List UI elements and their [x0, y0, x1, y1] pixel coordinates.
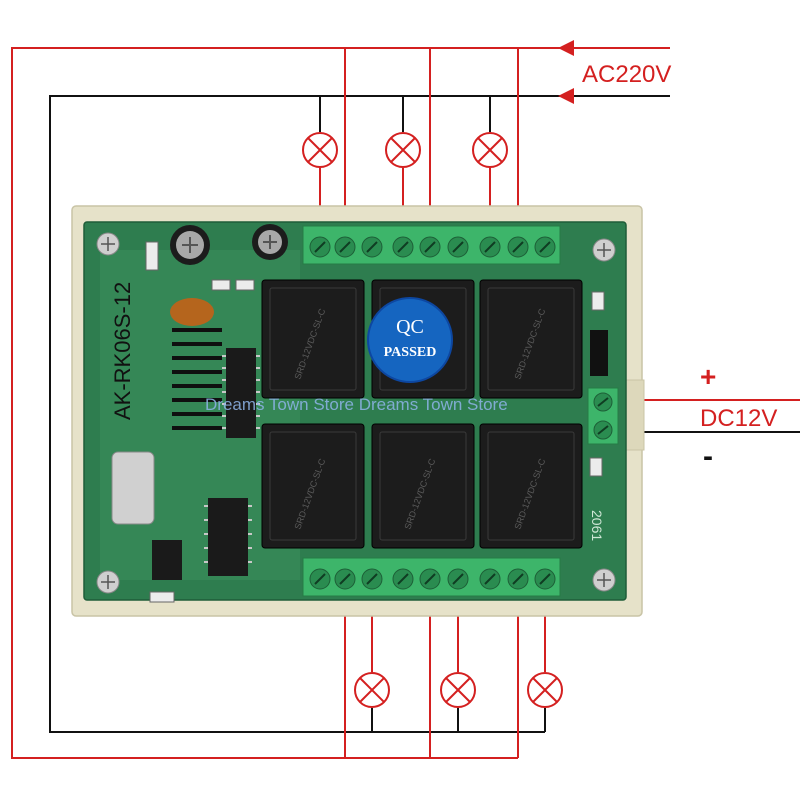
board-model-label: AK-RK06S-12: [110, 282, 135, 420]
mount-holes: [96, 232, 616, 594]
screw-icon: [592, 568, 616, 592]
dc-voltage-label: DC12V: [700, 405, 777, 432]
capacitor-icon: [170, 225, 210, 265]
wiring: [11, 47, 800, 759]
board-serial: 2061: [589, 510, 605, 541]
ic-chip: [152, 540, 182, 580]
ics: [152, 348, 256, 580]
screw-icon: [96, 570, 120, 594]
relay-5: [371, 423, 475, 549]
screw-icon: [96, 232, 120, 256]
qc-sticker: QC PASSED: [367, 297, 453, 383]
relay-1: [261, 279, 365, 399]
watermark: Dreams Town Store Dreams Town Store: [205, 395, 508, 414]
relay-module: SRD-12VDC-SL-C SRD-12VDC-SL-C SRD-12VDC-…: [71, 205, 645, 617]
lamp-icon: [302, 132, 338, 168]
qc-sticker-line1: QC: [396, 316, 424, 338]
dc-plus-label: +: [700, 361, 716, 392]
ceramic-cap: [170, 298, 214, 326]
top-terminal-blocks: [302, 225, 561, 265]
ac-red-arrow: [558, 40, 574, 56]
ac-black-arrow: [558, 88, 574, 104]
power-terminal: [587, 387, 619, 445]
relay-6: [479, 423, 583, 549]
capacitors: [170, 224, 288, 265]
dc-minus-label: -: [703, 440, 713, 473]
small-components: [145, 241, 605, 603]
lamps-top: [302, 132, 508, 168]
relay-4: [261, 423, 365, 549]
jumper: [590, 330, 608, 376]
bottom-terminal-blocks: [302, 557, 561, 597]
antenna-coil: [172, 328, 222, 430]
screw-icon: [592, 238, 616, 262]
ac-voltage-label: AC220V: [582, 61, 671, 88]
ic-pins: [204, 355, 260, 563]
lamp-icon: [440, 672, 476, 708]
lamp-icon: [354, 672, 390, 708]
lamp-icon: [385, 132, 421, 168]
ac-black-wire: [49, 95, 670, 733]
ac-red-wire: [11, 47, 670, 759]
ic-chip: [226, 348, 256, 438]
crystal: [111, 451, 155, 525]
qc-sticker-line2: PASSED: [384, 345, 437, 360]
relay-3: [479, 279, 583, 399]
lamp-icon: [527, 672, 563, 708]
capacitor-icon: [252, 224, 288, 260]
lamps-bottom: [354, 672, 563, 708]
lamp-icon: [472, 132, 508, 168]
ic-chip: [208, 498, 248, 576]
